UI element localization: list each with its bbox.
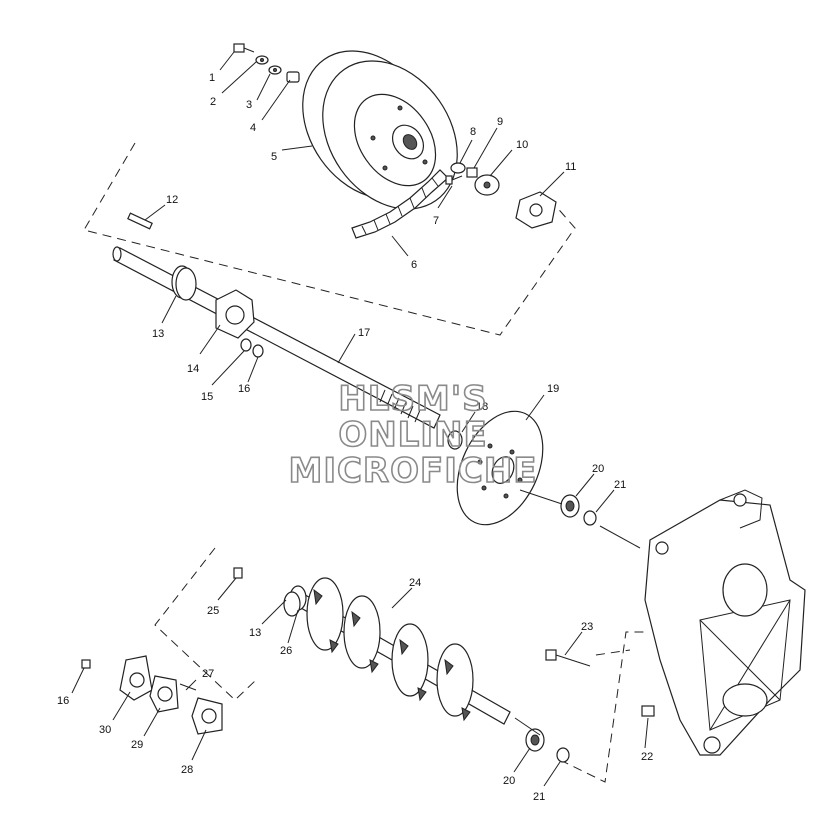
callout-5: 5: [271, 151, 277, 163]
watermark-line-1: HLSM'S: [338, 379, 487, 419]
callout-11: 11: [565, 161, 576, 173]
nut-9: [466, 167, 478, 178]
group-outline-right: [559, 631, 646, 783]
callout-24: 24: [409, 577, 421, 589]
watermark-line-2: ONLINE: [338, 415, 487, 455]
plate-10: [474, 174, 500, 196]
callout-8: 8: [470, 126, 476, 138]
driven-shaft: [112, 246, 441, 429]
group-outline-lower: [154, 547, 257, 701]
seal-18: [447, 430, 463, 450]
spacer-4: [286, 71, 300, 83]
callout-22: 22: [641, 751, 653, 763]
washer-2: [255, 55, 269, 65]
callout-16-upper: 16: [238, 383, 250, 395]
callout-13-upper: 13: [152, 328, 164, 340]
callout-18: 18: [476, 401, 488, 413]
callout-14: 14: [187, 363, 199, 375]
bearing-20-lower: [525, 728, 545, 752]
watermark: HLSM'S ONLINE MICROFICHE: [288, 378, 538, 492]
bolt-23: [545, 649, 591, 667]
callout-25: 25: [207, 605, 219, 617]
callout-20-lower: 20: [503, 775, 515, 787]
bolt-1: [233, 43, 255, 53]
callout-6: 6: [411, 259, 417, 271]
bearing-26: [283, 591, 301, 617]
callout-7: 7: [433, 215, 439, 227]
washer-3: [268, 65, 282, 75]
nut-16-upper: [252, 344, 264, 358]
callout-27: 27: [202, 668, 214, 680]
callout-labels: 1 2 3 4 5 6 7 8 9 10 11 12 13 14 15 16 1…: [57, 72, 653, 803]
callout-28: 28: [181, 764, 193, 776]
washer-8: [450, 162, 466, 174]
driven-sprocket: [302, 50, 458, 210]
callout-19: 19: [547, 383, 559, 395]
callout-16-lower: 16: [57, 695, 69, 707]
callout-10: 10: [516, 139, 528, 151]
callout-26: 26: [280, 645, 292, 657]
watermark-line-3: MICROFICHE: [288, 451, 537, 491]
bolt-7: [445, 175, 463, 185]
callout-2: 2: [210, 96, 216, 108]
callout-20-upper: 20: [592, 463, 604, 475]
bolt-25: [233, 567, 243, 579]
callout-17: 17: [358, 327, 370, 339]
leader-lines: [71, 51, 649, 787]
washer-15: [240, 338, 252, 352]
flange-30: [119, 655, 153, 701]
bearing-cap-11: [515, 191, 557, 229]
callout-1: 1: [209, 72, 215, 84]
nut-22: [641, 705, 655, 717]
callout-23: 23: [581, 621, 593, 633]
callout-12: 12: [166, 194, 178, 206]
callout-4: 4: [250, 122, 256, 134]
ring-21-lower: [556, 747, 570, 763]
callout-29: 29: [131, 739, 143, 751]
ring-21-upper: [583, 510, 597, 526]
drive-shaft-assembly: [289, 577, 511, 725]
callout-21-upper: 21: [614, 479, 626, 491]
callout-15: 15: [201, 391, 213, 403]
group-outline-upper: [83, 142, 576, 336]
flange-29: [149, 675, 179, 713]
bearing-13-upper: [171, 265, 197, 301]
chaincase-housing: [644, 489, 806, 756]
brake-disc: [456, 410, 544, 526]
callout-3: 3: [246, 99, 252, 111]
bearing-20-upper: [560, 494, 580, 518]
flange-14: [215, 289, 255, 339]
callout-21-lower: 21: [533, 791, 545, 803]
flange-28: [191, 697, 223, 735]
bolt-27: [179, 683, 197, 691]
callout-9: 9: [497, 116, 503, 128]
key-12: [127, 212, 153, 230]
callout-13-lower: 13: [249, 627, 261, 639]
nut-16-lower: [81, 659, 91, 669]
callout-30: 30: [99, 724, 111, 736]
